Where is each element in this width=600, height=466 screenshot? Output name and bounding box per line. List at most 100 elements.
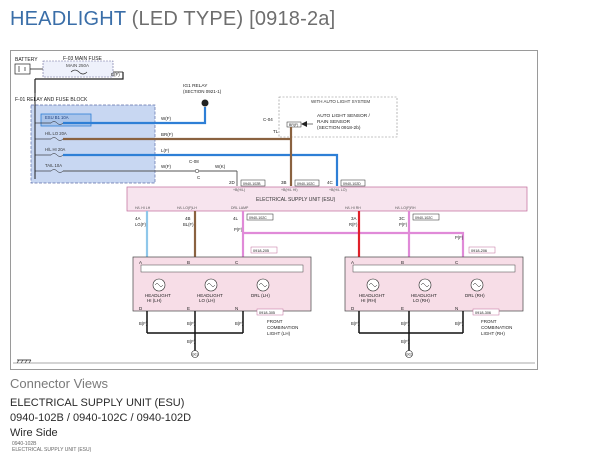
lamp-right-hi-l1: HEADLIGHT (359, 293, 385, 298)
wire-drl-bus (243, 231, 465, 261)
esu-block (126, 186, 528, 212)
lamp-left-pin-d: D (139, 306, 143, 311)
ig1-relay-section: (SECTION 0921-1) (183, 89, 222, 94)
lamp-right-title-l2: COMBINATION (481, 325, 512, 330)
esu-bl-conn: 0940-102C (249, 216, 267, 220)
main-fuse-label: F-03 MAIN FUSE (63, 56, 103, 62)
lamp-right-pin-d: D (351, 306, 355, 311)
esu-top-pin-3b-name: +B(H/L HI) (281, 188, 298, 192)
ground-g01-icon (191, 350, 199, 358)
lamp-right-lo-l2: LO (RH) (413, 298, 430, 303)
relay-fuse-block (30, 104, 156, 184)
lamp-left-pin-n: N (235, 306, 238, 311)
lamp-left-hi-l2: HI (LH) (147, 298, 162, 303)
lamp-left-drl-l1: DRL (LH) (251, 293, 270, 298)
connector-codes: 0940-102B / 0940-102C / 0940-102D (10, 412, 192, 424)
ground-g01-label: G01 (192, 353, 198, 357)
ig1-relay-label: IG1 RELAY (183, 83, 208, 89)
lamp-left-lo-l2: LO (LH) (199, 298, 216, 303)
wire-esu-b1-label: W(F) (161, 116, 171, 121)
esu-br-conn: 0940-102C (415, 216, 433, 220)
lamp-assembly-left: A B C HEADLIGHT HI (LH) HEADLIGHT LO (LH… (132, 256, 312, 312)
lamp-left-gnd-0: B(F) (139, 321, 148, 326)
wiring-diagram-svg: BATTERY F-03 MAIN FUSE MAIN 250A B(F) F-… (13, 56, 535, 364)
esu-bl-name-2: DRL LAMP (231, 206, 249, 210)
esu-top-pin-3b: 3B 0940-102C +B(H/L HI) (281, 179, 320, 192)
lamp-right-pin-b: B (401, 260, 404, 265)
lamp-left-title-l3: LIGHT (LH) (267, 331, 291, 336)
esu-top-pin-2d: 2D 0940-102B +B(H/L) (229, 179, 266, 192)
page-title-main: HEADLIGHT (10, 8, 126, 30)
esu-bl-pin-2: 4L (233, 216, 239, 221)
esu-top-pin-2d-pin: 2D (229, 180, 236, 185)
ref-left-top-tag (250, 246, 278, 254)
lamp-right-pin-a: A (351, 260, 354, 265)
lamp-left-title-l2: COMBINATION (267, 325, 298, 330)
battery-symbol (14, 63, 31, 75)
lamp-left-gnd-2: B(F) (235, 321, 244, 326)
esu-bl-name-0: H/L HI LH (135, 206, 151, 210)
esu-top-pin-3b-pin: 3B (281, 180, 287, 185)
esu-bl-pin-0: 4A (135, 216, 141, 221)
lamp-right-gnd-merged: B(F) (401, 339, 410, 344)
lamp-left-lo-l1: HEADLIGHT (197, 293, 223, 298)
ref-left-bottom: 0918-305 (259, 311, 275, 315)
lamp-right-drl-l1: DRL (RH) (465, 293, 485, 298)
lamp-right-gnd-2: B(F) (455, 321, 464, 326)
esu-bl-wire-0: LG(F) (135, 222, 147, 227)
lamp-right-pin-c: C (455, 260, 459, 265)
c08-wire-out: W(K) (215, 164, 226, 169)
esu-br-name-0: H/L HI RH (345, 206, 361, 210)
main-fuse-box (42, 60, 114, 78)
lamp-right-gnd-1: B(F) (401, 321, 410, 326)
lamp-left-pin-e: E (187, 306, 190, 311)
lamp-left-hi-l1: HEADLIGHT (145, 293, 171, 298)
wire-hl-hi (63, 153, 339, 186)
fuse-hl-hi-label: H/L HI 20A (45, 147, 66, 152)
lamp-left-title-l1: FRONT (267, 319, 283, 324)
fuse-tail-label: TAIL 10A (45, 163, 62, 168)
esu-top-pin-4c-conn: 0940-102D (343, 182, 361, 186)
lamp-right-hi-l2: HI (RH) (361, 298, 377, 303)
wire-hl-hi-label: L(F) (161, 148, 170, 153)
fuse-hl-lo-label: H/L LO 20A (45, 131, 67, 136)
ref-right-top: 0918-206 (471, 249, 487, 253)
lamp-left-pin-a: A (139, 260, 142, 265)
lamp-left-pin-b: B (187, 260, 190, 265)
esu-br-wire-0: R(F) (349, 222, 358, 227)
page-title: HEADLIGHT (LED TYPE) [0918-2a] (10, 8, 335, 31)
connector-side: Wire Side (10, 427, 58, 439)
auto-light-sensor-l2: RAIN SENSOR (317, 119, 351, 125)
esu-bl-wire-1: BL(F) (183, 222, 194, 227)
auto-light-wire-b: TL (273, 129, 279, 134)
wiring-diagram: BATTERY F-03 MAIN FUSE MAIN 250A B(F) F-… (10, 50, 538, 370)
ground-g02-label: G02 (406, 353, 412, 357)
auto-light-sensor-l1: AUTO LIGHT SENSOR / (317, 113, 371, 119)
lamp-left-gnd-merged: B(F) (187, 339, 196, 344)
fuse-esu-b1-label: ESU B1 10A (45, 115, 69, 120)
lamp-right-gnd-0: B(F) (351, 321, 360, 326)
esu-br-name-1: H/L LO(F)RH (395, 206, 416, 210)
esu-top-pin-3b-conn: 0940-102C (297, 182, 315, 186)
esu-label: ELECTRICAL SUPPLY UNIT (ESU) (256, 197, 336, 203)
ig1-relay-symbol (201, 99, 209, 107)
fuse-hl-lo: H/L LO 20A (45, 131, 67, 141)
lamp-left-gnd-1: B(F) (187, 321, 196, 326)
connector-unit-name: ELECTRICAL SUPPLY UNIT (ESU) (10, 397, 185, 409)
lamp-left-pin-c: C (235, 260, 239, 265)
ref-right-top-tag (468, 246, 496, 254)
ground-g02-icon (405, 350, 413, 358)
auto-light-caption: WITH AUTO LIGHT SYSTEM (311, 99, 370, 104)
fuse-hl-hi: H/L HI 20A (45, 147, 66, 157)
connector-mini-code: 0940-102B (12, 441, 37, 447)
lamp-right-pin-n: N (455, 306, 458, 311)
wire-hl-lo-label: BR(F) (161, 132, 173, 137)
esu-br-pin-0: 3A (351, 216, 357, 221)
connector-views-heading: Connector Views (10, 376, 109, 391)
chassis-ground-icon (16, 359, 32, 364)
esu-top-pin-2d-conn: 0940-102B (243, 182, 261, 186)
ref-right-bottom: 0918-306 (475, 311, 491, 315)
c08-label: C-08 (189, 159, 199, 164)
wire-tail-label: W(F) (161, 164, 171, 169)
ref-left-top: 0918-205 (253, 249, 269, 253)
